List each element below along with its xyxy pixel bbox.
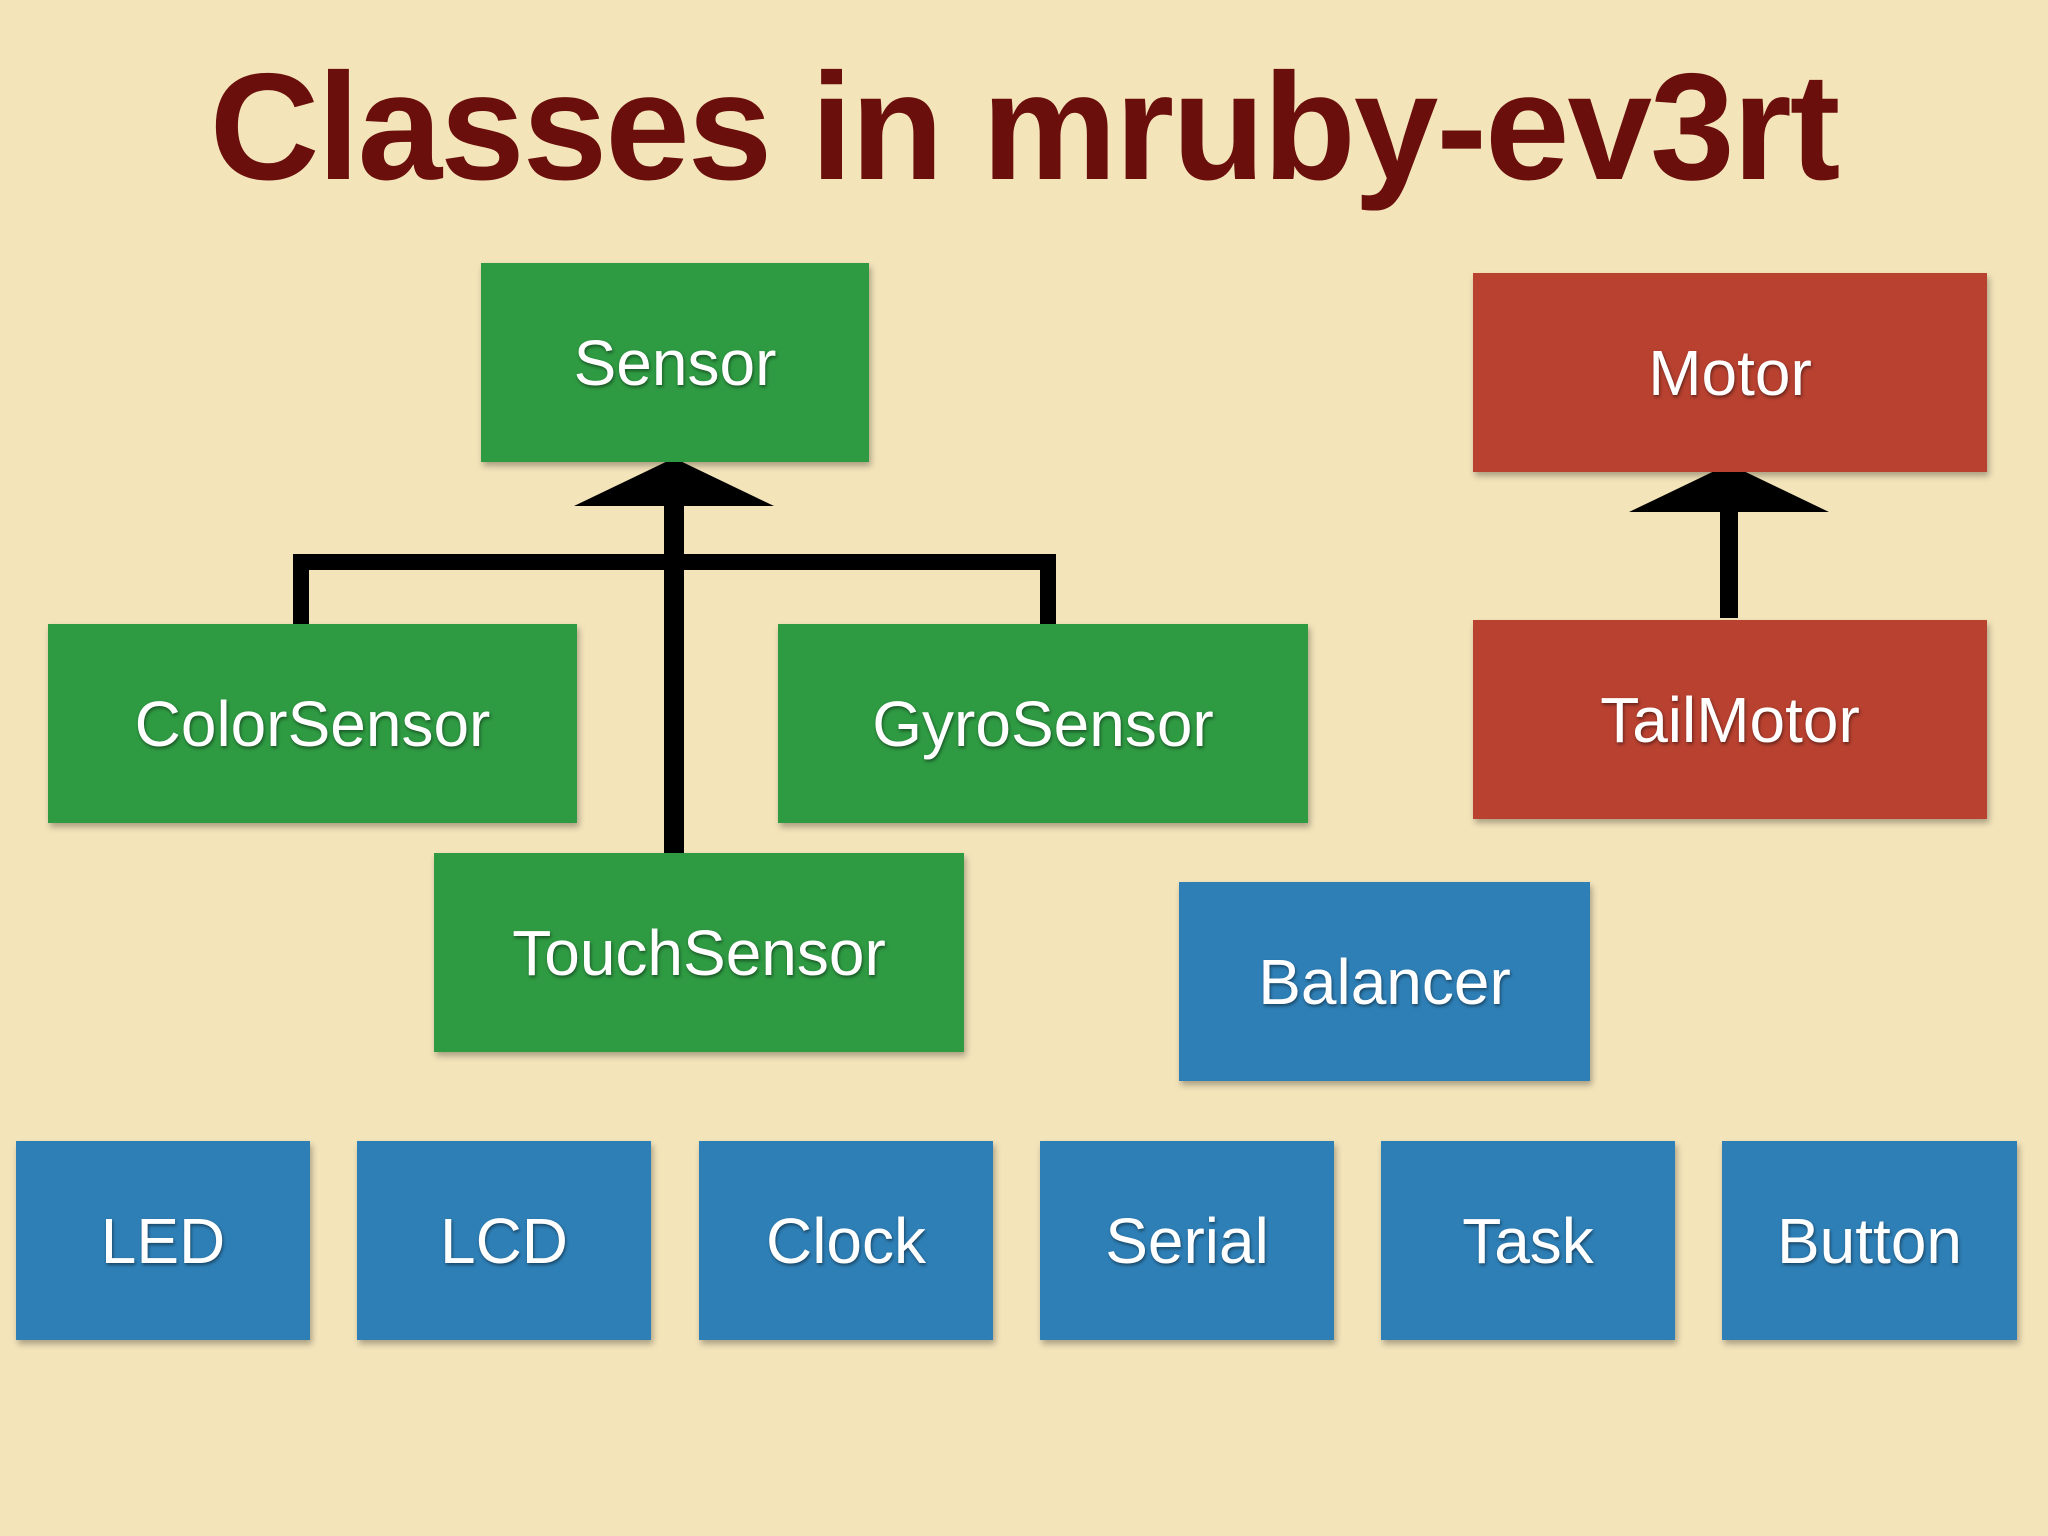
sensor-inheritance-arrowhead bbox=[574, 458, 774, 506]
serial-class-box: Serial bbox=[1040, 1141, 1334, 1340]
sensor-class-box: Sensor bbox=[481, 263, 869, 462]
sensor-inheritance-trunk bbox=[664, 500, 684, 856]
motor-class-box: Motor bbox=[1473, 273, 1987, 472]
lcd-class-box: LCD bbox=[357, 1141, 651, 1340]
slide-title: Classes in mruby-ev3rt bbox=[209, 42, 1841, 212]
task-class-box: Task bbox=[1381, 1141, 1675, 1340]
clock-class-box: Clock bbox=[699, 1141, 993, 1340]
colorsensor-inheritance-stem bbox=[293, 554, 309, 624]
gyrosensor-class-box: GyroSensor bbox=[778, 624, 1308, 823]
led-class-box: LED bbox=[16, 1141, 310, 1340]
balancer-class-box: Balancer bbox=[1179, 882, 1590, 1081]
tailmotor-class-box: TailMotor bbox=[1473, 620, 1987, 819]
button-class-box: Button bbox=[1722, 1141, 2017, 1340]
colorsensor-class-box: ColorSensor bbox=[48, 624, 577, 823]
gyrosensor-inheritance-stem bbox=[1040, 554, 1056, 624]
touchsensor-class-box: TouchSensor bbox=[434, 853, 964, 1052]
motor-inheritance-stem bbox=[1720, 508, 1738, 618]
sensor-inheritance-crossbar bbox=[293, 554, 1056, 570]
